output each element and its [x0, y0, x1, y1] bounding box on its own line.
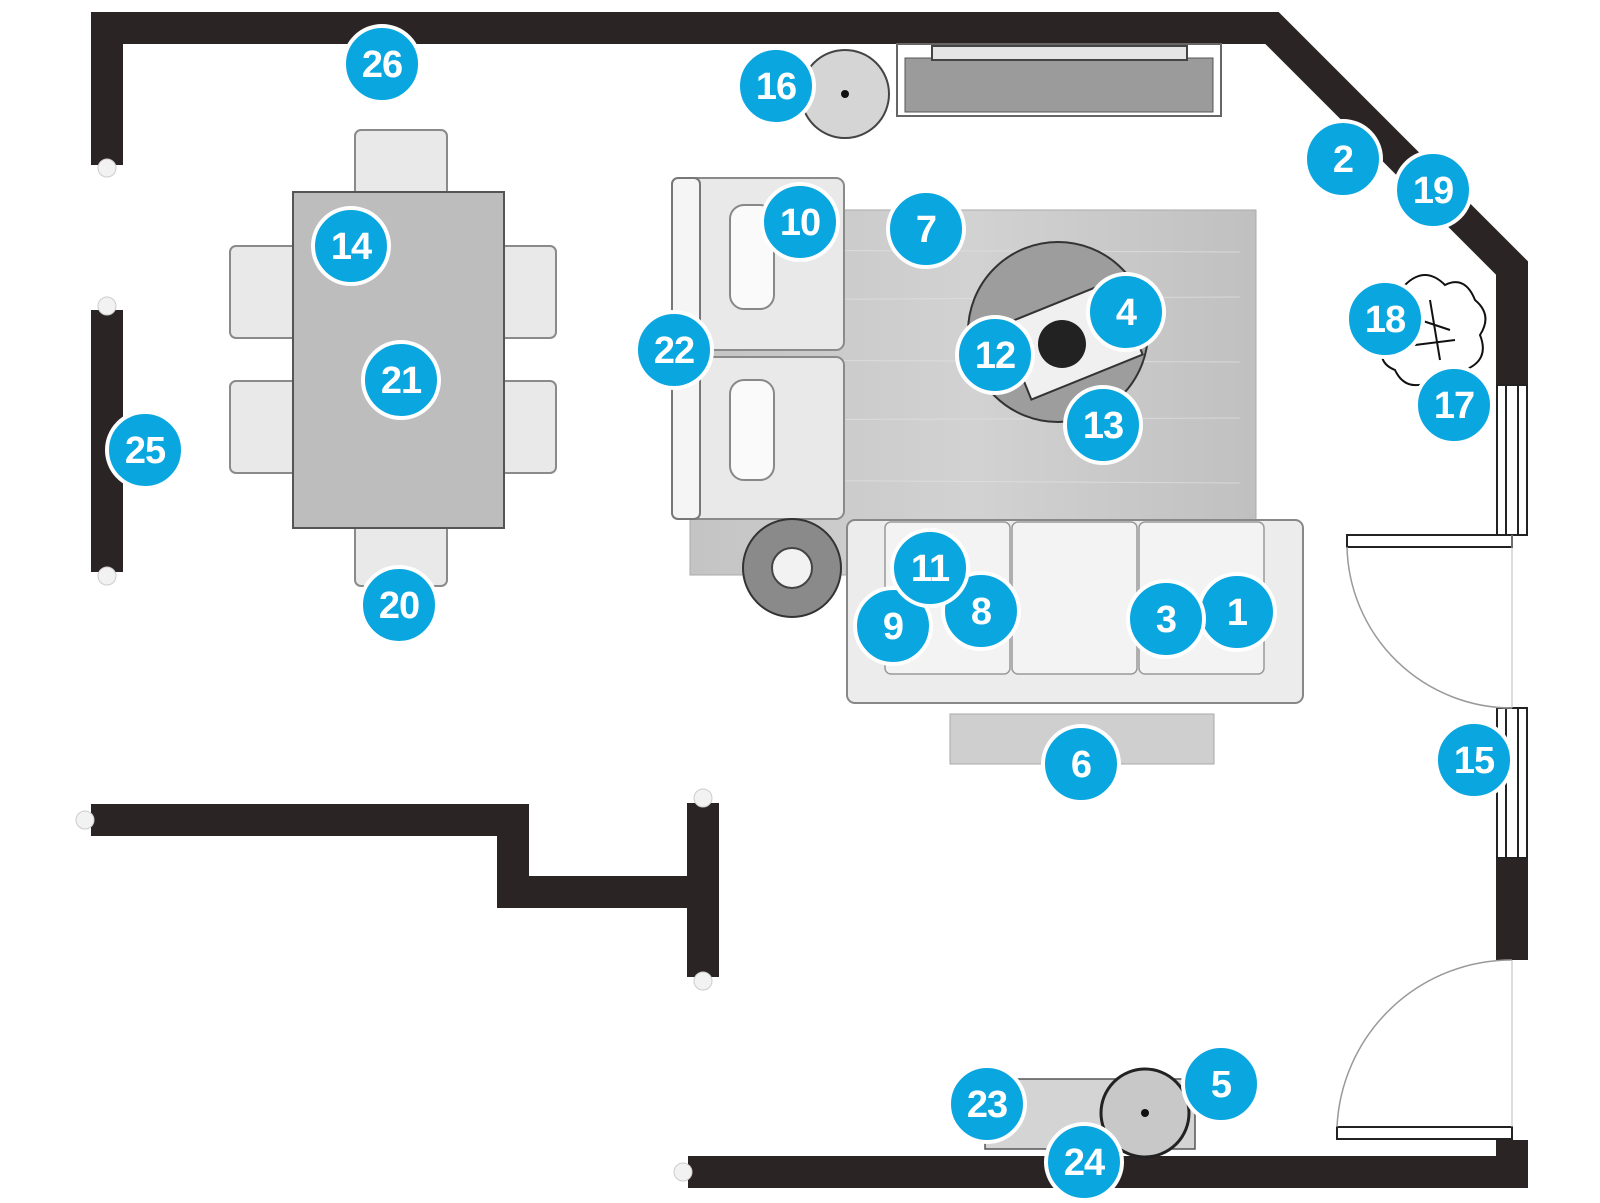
marker-11: 11: [890, 528, 970, 608]
wall-end-caps: [75, 158, 713, 1182]
item-markers: 1234567891011121314151617181920212223242…: [105, 24, 1514, 1202]
marker-24: 24: [1044, 1122, 1124, 1202]
marker-label: 25: [125, 430, 166, 472]
marker-circle: [1181, 1044, 1261, 1124]
marker-12: 12: [955, 315, 1035, 395]
marker-17: 17: [1414, 365, 1494, 445]
door-lower: [1336, 959, 1513, 1140]
marker-label: 19: [1413, 170, 1453, 212]
marker-label: 5: [1211, 1064, 1232, 1106]
marker-circle: [1126, 579, 1206, 659]
marker-circle: [736, 46, 816, 126]
marker-6: 6: [1041, 724, 1121, 804]
marker-label: 1: [1227, 592, 1248, 634]
marker-14: 14: [311, 206, 391, 286]
marker-3: 3: [1126, 579, 1206, 659]
window-right-upper: [1496, 384, 1528, 536]
marker-circle: [634, 310, 714, 390]
marker-circle: [955, 315, 1035, 395]
marker-circle: [1063, 385, 1143, 465]
marker-circle: [1086, 272, 1166, 352]
marker-circle: [890, 528, 970, 608]
marker-10: 10: [760, 182, 840, 262]
wall-top: [91, 12, 1528, 385]
marker-label: 20: [379, 585, 419, 627]
marker-label: 4: [1116, 292, 1137, 334]
wall-bottom: [688, 1140, 1528, 1188]
side-table: [742, 518, 842, 618]
marker-label: 9: [883, 606, 903, 648]
marker-22: 22: [634, 310, 714, 390]
marker-label: 14: [331, 226, 372, 268]
marker-label: 3: [1156, 599, 1176, 641]
marker-label: 7: [916, 209, 936, 251]
marker-label: 2: [1333, 139, 1353, 181]
marker-1: 1: [1197, 572, 1277, 652]
marker-label: 10: [780, 202, 820, 244]
marker-5: 5: [1181, 1044, 1261, 1124]
marker-circle: [311, 206, 391, 286]
marker-circle: [1303, 119, 1383, 199]
marker-circle: [1414, 365, 1494, 445]
marker-circle: [1345, 279, 1425, 359]
marker-label: 13: [1083, 405, 1123, 447]
marker-19: 19: [1393, 150, 1473, 230]
marker-13: 13: [1063, 385, 1143, 465]
marker-16: 16: [736, 46, 816, 126]
marker-label: 11: [911, 548, 950, 590]
marker-label: 6: [1071, 744, 1091, 786]
marker-7: 7: [886, 189, 966, 269]
marker-label: 18: [1365, 299, 1405, 341]
marker-label: 16: [756, 66, 796, 108]
marker-circle: [886, 189, 966, 269]
marker-circle: [105, 410, 185, 490]
marker-15: 15: [1434, 720, 1514, 800]
marker-21: 21: [361, 340, 441, 420]
marker-20: 20: [359, 565, 439, 645]
marker-label: 15: [1454, 740, 1495, 782]
marker-25: 25: [105, 410, 185, 490]
marker-2: 2: [1303, 119, 1383, 199]
marker-circle: [1434, 720, 1514, 800]
marker-label: 22: [654, 330, 694, 372]
marker-label: 17: [1434, 385, 1474, 427]
marker-label: 8: [971, 591, 991, 633]
marker-4: 4: [1086, 272, 1166, 352]
marker-label: 24: [1064, 1142, 1105, 1184]
marker-circle: [853, 586, 933, 666]
marker-9: 9: [853, 586, 933, 666]
media-console: [896, 43, 1222, 117]
marker-circle: [1044, 1122, 1124, 1202]
marker-label: 21: [381, 360, 422, 402]
marker-circle: [361, 340, 441, 420]
marker-18: 18: [1345, 279, 1425, 359]
marker-label: 12: [975, 335, 1015, 377]
marker-label: 26: [362, 44, 402, 86]
marker-circle: [342, 24, 422, 104]
marker-circle: [1041, 724, 1121, 804]
door-upper: [1346, 534, 1513, 709]
wall-interior-step: [91, 804, 703, 908]
marker-circle: [760, 182, 840, 262]
marker-23: 23: [947, 1064, 1027, 1144]
marker-26: 26: [342, 24, 422, 104]
marker-circle: [947, 1064, 1027, 1144]
marker-circle: [359, 565, 439, 645]
marker-label: 23: [967, 1084, 1007, 1126]
marker-circle: [1393, 150, 1473, 230]
